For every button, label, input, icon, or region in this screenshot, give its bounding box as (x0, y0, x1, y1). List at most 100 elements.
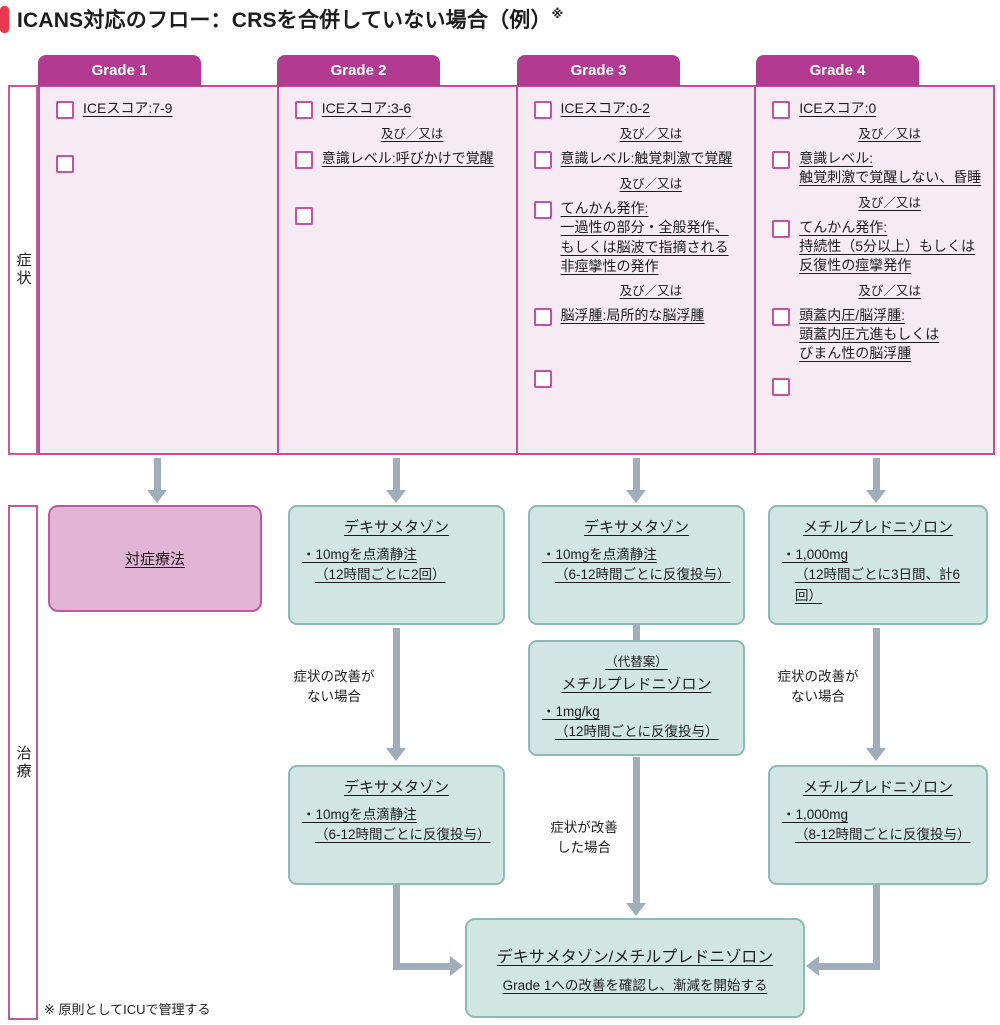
dose-line: ・10mgを点滴静注 (542, 547, 657, 562)
grade3-symptoms-column: ICEスコア:0-2 及び／又は 意識レベル:触覚刺激で覚醒 及び／又は てんか… (518, 87, 757, 453)
arrow-down-head (147, 490, 167, 503)
symptom-item-empty (772, 376, 985, 396)
symptom-item: 頭蓋内圧/脳浮腫: 頭蓋内圧亢進もしくは びまん性の脳浮腫 (772, 306, 985, 364)
checkbox[interactable] (56, 155, 74, 173)
checkbox[interactable] (294, 207, 313, 225)
symptom-item: ICEスコア:3-6 (294, 99, 508, 119)
elbow-arrow-grade4 (872, 885, 880, 970)
symptom-item-empty (533, 368, 747, 389)
schedule-line: （12時間ごとに2回） (315, 567, 446, 583)
grade1-treatment-box: 対症療法 (48, 505, 262, 612)
drug-name: メチルプレドニゾロン (802, 779, 953, 796)
schedule-line: （12時間ごとに反復投与） (555, 724, 719, 740)
symptom-item: てんかん発作: 持続性（5分以上）もしくは 反復性の痙攣発作 (772, 218, 985, 276)
dose-line: ・10mgを点滴静注 (302, 807, 417, 822)
checkbox[interactable] (533, 101, 552, 119)
page-title-row: ICANS対応のフロー：CRSを合併していない場合（例）※ (0, 4, 564, 34)
symptom-text: てんかん発作: 一過性の部分・全般発作、 もしくは脳波で指摘される 非痙攣性の発… (560, 200, 729, 274)
arrow-down-grade3 (632, 458, 640, 491)
grade3-treatment-box1: デキサメタゾン ・10mgを点滴静注 （6-12時間ごとに反復投与） (528, 505, 745, 625)
checkbox[interactable] (294, 151, 313, 169)
arrow-left-head (806, 956, 819, 976)
final-treatment-box: デキサメタゾン/メチルプレドニゾロン Grade 1への改善を確認し、漸減を開始… (465, 918, 805, 1018)
arrow-down-grade4-step2 (872, 628, 880, 749)
arrow-down-head (626, 903, 646, 916)
and-or-separator: 及び／又は (858, 127, 921, 141)
and-or-separator: 及び／又は (619, 177, 683, 191)
symptom-item-empty (56, 153, 269, 173)
grade4-treatment-box2: メチルプレドニゾロン ・1,000mg （8-12時間ごとに反復投与） (768, 765, 988, 885)
grade2-header: Grade 2 (277, 55, 440, 86)
arrow-down-grade4 (872, 458, 880, 491)
and-or-separator: 及び／又は (858, 195, 921, 210)
and-or-separator: 及び／又は (619, 127, 683, 141)
symptom-item-empty (294, 205, 508, 225)
arrow-down-grade1 (153, 458, 161, 491)
treatment-text: 対症療法 (124, 551, 185, 568)
elbow-arrow-grade2 (392, 885, 400, 970)
checkbox[interactable] (772, 151, 791, 169)
symptom-text: 意識レベル: 触覚刺激で覚醒しない、昏睡 (799, 150, 982, 186)
schedule-line: （8-12時間ごとに反復投与） (795, 827, 971, 843)
checkbox[interactable] (772, 377, 791, 396)
symptom-text: ICEスコア:0 (799, 100, 877, 116)
schedule-line: （6-12時間ごとに反復投与） (315, 827, 491, 843)
arrow-down-head (386, 748, 406, 761)
checkbox[interactable] (772, 219, 791, 238)
arrow-down-grade3-final (632, 757, 640, 904)
symptom-text: ICEスコア:7-9 (83, 100, 173, 116)
symptom-text: 脳浮腫:局所的な脳浮腫 (560, 307, 705, 324)
symptom-text: ICEスコア:0-2 (560, 100, 650, 116)
symptom-text: ICEスコア:3-6 (321, 100, 412, 116)
grade1-header: Grade 1 (38, 55, 201, 86)
title-footnote-mark: ※ (551, 7, 564, 21)
checkbox[interactable] (772, 101, 791, 119)
symptom-item: 脳浮腫:局所的な脳浮腫 (533, 306, 747, 327)
arrow-down-head (866, 490, 886, 503)
symptom-item: 意識レベル:触覚刺激で覚醒 (533, 149, 747, 169)
symptom-item: ICEスコア:0 (772, 99, 985, 119)
checkbox[interactable] (294, 101, 313, 119)
symptom-text: 頭蓋内圧/脳浮腫: 頭蓋内圧亢進もしくは びまん性の脳浮腫 (799, 306, 940, 362)
checkbox[interactable] (533, 201, 552, 219)
condition-label-no-improvement: 症状の改善が ない場合 (777, 669, 859, 705)
dose-line: ・1,000mg (782, 547, 849, 562)
symptom-text: 意識レベル:呼びかけで覚醒 (321, 150, 494, 166)
drug-name: デキサメタゾン (343, 519, 449, 536)
final-drug-names: デキサメタゾン/メチルプレドニゾロン (496, 948, 774, 966)
drug-name: デキサメタゾン (583, 519, 689, 536)
schedule-line: （6-12時間ごとに反復投与） (555, 567, 731, 583)
checkbox[interactable] (533, 308, 552, 327)
page-title-text: ICANS対応のフロー：CRSを合併していない場合（例） (17, 9, 552, 32)
alternative-label: （代替案） (605, 655, 668, 669)
symptom-item: 意識レベル: 触覚刺激で覚醒しない、昏睡 (772, 149, 985, 188)
checkbox[interactable] (533, 151, 552, 169)
connector-grade3 (632, 624, 640, 640)
and-or-separator: 及び／又は (858, 283, 921, 298)
and-or-separator: 及び／又は (380, 127, 444, 141)
grade2-symptoms-column: ICEスコア:3-6 及び／又は 意識レベル:呼びかけで覚醒 (279, 87, 518, 453)
grade2-treatment-box2: デキサメタゾン ・10mgを点滴静注 （6-12時間ごとに反復投与） (288, 765, 505, 885)
grade2-treatment-box1: デキサメタゾン ・10mgを点滴静注 （12時間ごとに2回） (288, 505, 505, 625)
symptom-item: てんかん発作: 一過性の部分・全般発作、 もしくは脳波で指摘される 非痙攣性の発… (533, 199, 747, 276)
final-instruction: Grade 1への改善を確認し、漸減を開始する (502, 977, 768, 993)
page-title: ICANS対応のフロー：CRSを合併していない場合（例）※ (17, 4, 564, 34)
symptom-item: ICEスコア:0-2 (533, 99, 747, 119)
arrow-down-head (386, 490, 406, 503)
checkbox[interactable] (56, 101, 74, 119)
condition-label-no-improvement: 症状の改善が ない場合 (293, 669, 375, 705)
arrow-right-head (450, 956, 463, 976)
dose-line: ・1,000mg (782, 807, 849, 822)
drug-name: メチルプレドニゾロン (561, 676, 712, 693)
symptoms-row-label: 症状 (8, 85, 38, 455)
grade1-symptoms-column: ICEスコア:7-9 (40, 87, 279, 453)
arrow-down-head (866, 748, 886, 761)
checkbox[interactable] (533, 370, 552, 389)
elbow-arrow-grade4 (819, 963, 880, 970)
drug-name: メチルプレドニゾロン (802, 519, 953, 536)
elbow-arrow-grade2 (392, 963, 452, 970)
checkbox[interactable] (772, 307, 791, 326)
grade3-treatment-box2-alternative: （代替案） メチルプレドニゾロン ・1mg/kg （12時間ごとに反復投与） (528, 640, 745, 756)
grade4-symptoms-column: ICEスコア:0 及び／又は 意識レベル: 触覚刺激で覚醒しない、昏睡 及び／又… (756, 87, 993, 453)
